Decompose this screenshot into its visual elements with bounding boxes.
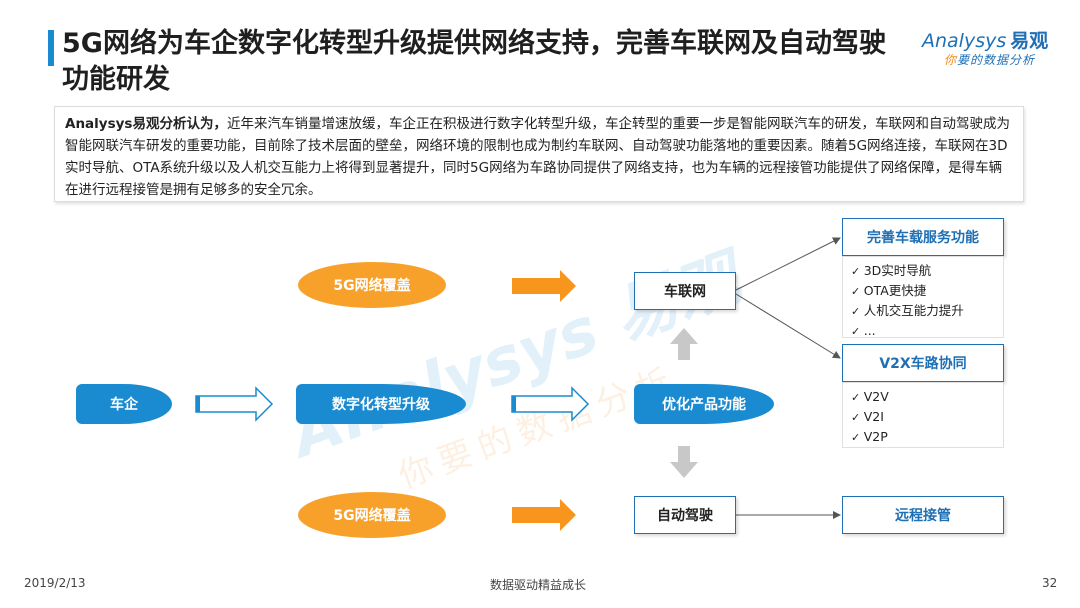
v2x-item-1: V2V	[851, 387, 995, 407]
orange-arrow-bottom	[512, 499, 576, 531]
gray-arrow-up	[670, 328, 698, 360]
page-number: 32	[1042, 576, 1058, 590]
summary-body: 近年来汽车销量增速放缓，车企正在积极进行数字化转型升级，车企转型的重要一步是智能…	[65, 116, 1010, 198]
logo-brand-text: Analysys	[922, 30, 1007, 52]
remote-takeover-node: 远程接管	[842, 496, 1004, 534]
autodrive-node: 自动驾驶	[634, 496, 736, 534]
summary-box: Analysys易观分析认为，近年来汽车销量增速放缓，车企正在积极进行数字化转型…	[54, 106, 1024, 202]
service-list: 3D实时导航 OTA更快捷 人机交互能力提升 ...	[842, 256, 1004, 338]
title-accent-bar	[48, 30, 54, 66]
iov-node: 车联网	[634, 272, 736, 310]
logo-slogan: 你要的数据分析	[944, 53, 1036, 67]
hollow-arrow-1	[195, 386, 274, 422]
improve-service-node: 完善车载服务功能	[842, 218, 1004, 256]
page-title: 5G网络为车企数字化转型升级提供网络支持，完善车联网及自动驾驶功能研发	[62, 28, 886, 95]
summary-lead: Analysys易观分析认为，	[65, 116, 227, 132]
optimize-product-node: 优化产品功能	[634, 384, 774, 424]
orange-arrow-top	[512, 270, 576, 302]
service-item-4: ...	[851, 321, 995, 341]
v2x-list: V2V V2I V2P	[842, 382, 1004, 448]
v2x-item-3: V2P	[851, 427, 995, 447]
coverage-ellipse-top: 5G网络覆盖	[298, 262, 446, 308]
digital-upgrade-node: 数字化转型升级	[296, 384, 466, 424]
logo-brand-cn: 易观	[1010, 30, 1049, 52]
service-item-2: OTA更快捷	[851, 281, 995, 301]
service-item-3: 人机交互能力提升	[851, 301, 995, 321]
line-iov-to-service	[735, 237, 841, 291]
gray-arrow-down	[670, 446, 698, 478]
footer-tagline: 数据驱动精益成长	[490, 578, 587, 592]
hollow-arrow-2	[511, 386, 590, 422]
footer-date: 2019/2/13	[24, 576, 86, 590]
car-company-node: 车企	[76, 384, 172, 424]
logo-slogan-highlight: 你	[944, 53, 958, 67]
service-item-1: 3D实时导航	[851, 261, 995, 281]
v2x-item-2: V2I	[851, 407, 995, 427]
line-iov-to-v2x	[735, 293, 841, 359]
v2x-node: V2X车路协同	[842, 344, 1004, 382]
coverage-ellipse-bottom: 5G网络覆盖	[298, 492, 446, 538]
